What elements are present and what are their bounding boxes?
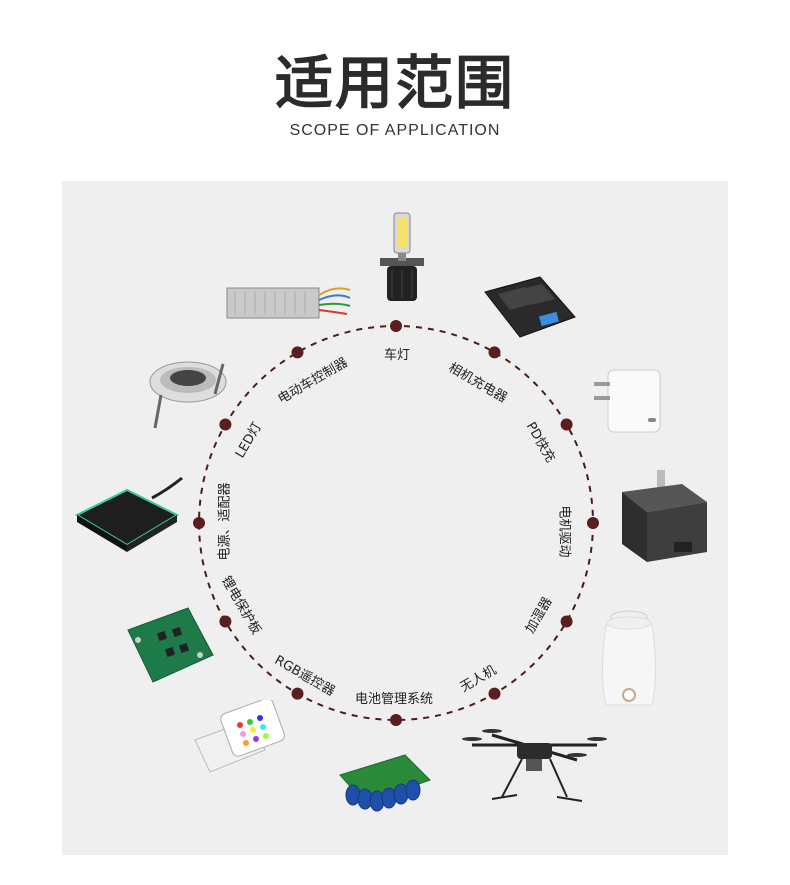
stepper-motor-icon [622,470,707,562]
dashed-ring [198,325,594,721]
label-car-light: 车灯 [384,348,411,363]
ring-dot-battery-management [390,714,402,726]
page-title: 适用范围 [274,49,515,117]
ring-dot-ev-controller [291,346,304,359]
ring-dot-led-light [219,418,232,431]
rgb-remote-icon [194,700,285,773]
ring-dot-drone [488,687,501,700]
ring-dot-humidifier [560,615,573,628]
ring-dot-rgb-remote [291,687,304,700]
ring-dot-lithium-protection-board [219,615,232,628]
ring-dot-camera-charger [488,346,501,359]
battery-pack-icon [339,754,431,812]
car-headlight-bulb-icon [380,212,424,301]
led-downlight-icon [149,361,227,429]
label-battery-management: 电池管理系统 [355,692,434,707]
ring-dot-pd-fast-charge [560,418,573,431]
ring-dot-car-light [390,320,402,332]
page-subtitle: SCOPE OF APPLICATION [289,122,501,139]
label-motor-drive: 电机驱动 [556,505,572,558]
ev-controller-icon [226,287,351,319]
drone-icon [462,729,607,802]
protection-board-icon [127,607,214,683]
wireless-charger-icon [74,476,183,552]
humidifier-icon [602,610,656,706]
ring-dot-motor-drive [587,517,599,529]
camera-charger-icon [484,276,576,338]
label-power-adapter: 电源、适配器 [217,482,233,561]
ring-dot-power-adapter [193,517,205,529]
pd-charger-icon [594,369,661,433]
